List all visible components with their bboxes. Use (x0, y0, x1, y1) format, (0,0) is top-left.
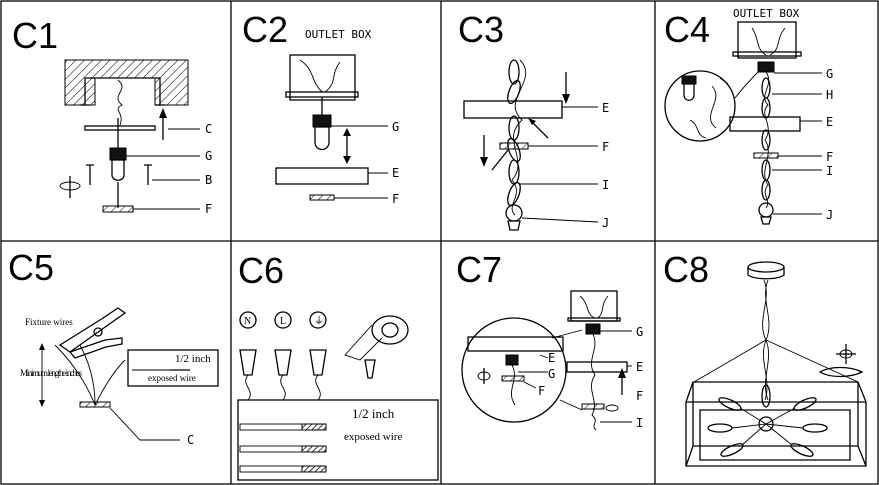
outlet-box (570, 290, 618, 322)
step-label-c2: C2 (242, 9, 288, 50)
canopy (747, 261, 785, 273)
exposed-wire-label: exposed wire (344, 431, 402, 443)
step-label-c6: C6 (238, 250, 284, 291)
ring-f (753, 152, 779, 159)
svg-text:⏚: ⏚ (314, 315, 324, 327)
svg-text:N: N (244, 316, 251, 327)
callout-g: G (636, 325, 643, 339)
callout-j: J (602, 216, 609, 230)
callout-g: G (205, 149, 212, 163)
callout-h: H (826, 88, 833, 102)
panel-c7: C7 G E F I E G F (456, 249, 643, 431)
canopy-e (275, 167, 369, 185)
detail-zoom (664, 70, 736, 142)
callout-f: F (602, 140, 609, 154)
canopy-e (463, 100, 563, 119)
step-label-c1: C1 (12, 15, 58, 56)
fixture-wires-label: Fixture wires (25, 317, 73, 327)
outlet-box (289, 54, 356, 101)
step-label-c5: C5 (8, 247, 54, 288)
ground-symbol: ⏚ (309, 311, 327, 329)
callout-e: E (636, 360, 643, 374)
callout-e: E (826, 115, 833, 129)
ring-f (499, 142, 529, 150)
pendant-cage (685, 339, 867, 467)
callout-e: E (602, 101, 609, 115)
callout-f: F (392, 192, 399, 206)
panel-c1: C1 C G B F (12, 15, 212, 216)
callout-b: B (205, 173, 212, 187)
step-label-c3: C3 (458, 9, 504, 50)
ring-f (309, 194, 335, 201)
panel-c5: C5 Fixture wires Minimum lengthe inches … (8, 247, 219, 447)
outlet-box (737, 21, 797, 59)
wire-nut (239, 349, 327, 376)
callout-i: I (826, 164, 833, 178)
strip-detail-box (127, 349, 219, 387)
callout-f: F (205, 202, 212, 216)
min-length-label: Minimum lengthe inches (20, 368, 82, 378)
detail-zoom (461, 317, 567, 423)
callout-e: E (392, 166, 399, 180)
callout-i: I (602, 178, 609, 192)
callout-g: G (826, 67, 833, 81)
stripped-wires (239, 423, 327, 473)
outlet-box-label: OUTLET BOX (305, 28, 372, 41)
canopy-e (566, 361, 628, 373)
step-label-c8: C8 (663, 249, 709, 290)
callout-e: E (548, 351, 555, 365)
outlet-box-label: OUTLET BOX (733, 7, 800, 20)
step-label-c7: C7 (456, 249, 502, 290)
crossbar (84, 125, 156, 131)
callout-i: I (636, 416, 643, 430)
callout-j: J (826, 208, 833, 222)
callout-f: F (826, 150, 833, 164)
exposed-wire-label: exposed wire (148, 373, 196, 383)
live-symbol: L (274, 311, 292, 329)
panel-c4: C4 OUTLET BOX G H E F I J (664, 7, 833, 225)
step-label-c4: C4 (664, 9, 710, 50)
neutral-symbol: N (239, 311, 257, 329)
callout-g: G (548, 367, 555, 381)
canopy-e (729, 116, 801, 132)
ceiling (64, 59, 189, 106)
electrical-tape (371, 315, 409, 345)
callout-f: F (538, 384, 545, 398)
canopy-g (312, 114, 332, 128)
panel-c2: C2 OUTLET BOX G E F (242, 9, 399, 206)
half-inch-label: 1/2 inch (175, 353, 211, 365)
half-inch-label: 1/2 inch (352, 406, 395, 421)
strip-guide (237, 399, 439, 481)
callout-f: F (636, 389, 643, 403)
panel-c3: C3 E F I J (458, 9, 609, 231)
callout-c: C (187, 433, 194, 447)
panel-c8: C8 (663, 249, 867, 467)
canopy-nut (109, 147, 127, 161)
bulb-cluster (707, 384, 828, 457)
callout-g: G (392, 120, 399, 134)
finial-f (102, 205, 134, 213)
svg-text:L: L (280, 316, 286, 327)
callout-c: C (205, 122, 212, 136)
panel-c6: C6 N L ⏚ 1/2 inch exposed wire (237, 250, 439, 481)
